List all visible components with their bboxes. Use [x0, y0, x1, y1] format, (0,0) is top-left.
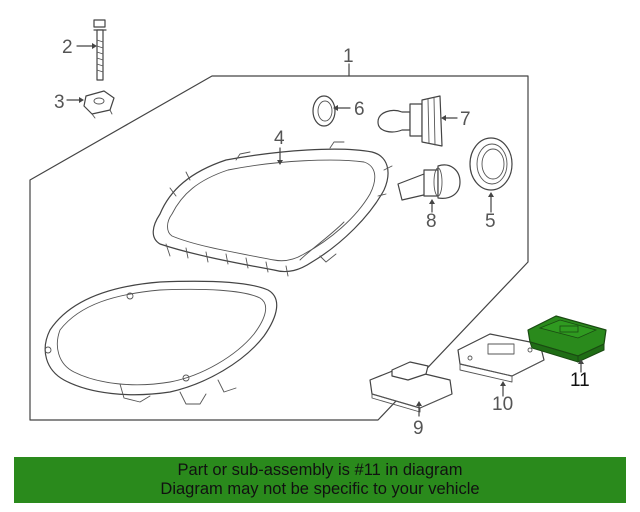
arrow-6	[333, 105, 338, 111]
banner-line-1: Part or sub-assembly is #11 in diagram	[177, 461, 463, 479]
part-8-bulb[interactable]	[397, 164, 461, 201]
headlamp-lens	[44, 280, 278, 405]
part-7-bulb[interactable]	[377, 95, 443, 147]
callout-5: 5	[485, 211, 496, 232]
arrow-10	[500, 381, 506, 386]
notice-banner: Part or sub-assembly is #11 in diagram D…	[14, 457, 626, 503]
part-6-seal-ring[interactable]	[312, 95, 336, 127]
part-3-clip-nut[interactable]	[83, 90, 115, 119]
arrow-8	[429, 199, 435, 204]
callout-1: 1	[343, 46, 354, 67]
arrow-11	[578, 359, 584, 364]
part-5-ring-cap[interactable]	[469, 137, 513, 191]
arrow-4	[277, 160, 283, 165]
part-4-housing[interactable]	[152, 141, 393, 277]
banner-line-2: Diagram may not be specific to your vehi…	[160, 480, 480, 498]
callout-7: 7	[460, 109, 471, 130]
callout-10: 10	[492, 394, 513, 415]
arrow-9	[416, 401, 422, 406]
arrow-7	[441, 115, 446, 121]
part-11-highlighted-module[interactable]	[527, 315, 607, 363]
callout-8: 8	[426, 211, 437, 232]
callout-2: 2	[62, 37, 73, 58]
arrow-5	[488, 192, 494, 197]
callout-9: 9	[413, 418, 424, 439]
callout-6: 6	[354, 99, 365, 120]
callout-4: 4	[274, 128, 285, 149]
part-9-ballast[interactable]	[369, 361, 453, 413]
arrow-3	[79, 97, 84, 103]
callout-11: 11	[570, 370, 590, 391]
part-10-control-module[interactable]	[457, 333, 545, 383]
arrow-2	[92, 43, 97, 49]
assembly-outline	[29, 75, 529, 421]
callout-3: 3	[54, 92, 65, 113]
part-2-bolt[interactable]	[93, 19, 107, 81]
